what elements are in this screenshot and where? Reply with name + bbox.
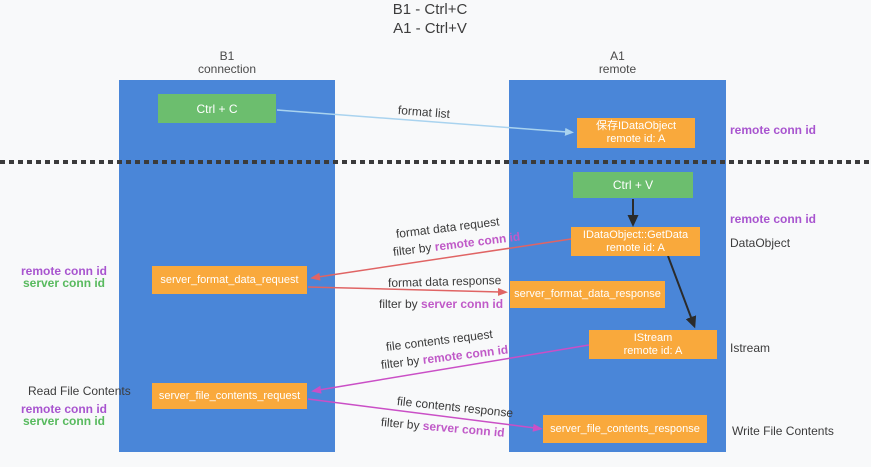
getdata-line1: IDataObject::GetData — [582, 228, 689, 241]
remote-conn-id-annotation-2: remote conn id — [730, 212, 817, 226]
filter-by-text: filter by — [392, 239, 436, 259]
filter-by-text: filter by — [379, 297, 422, 311]
istream-line2: remote id: A — [623, 344, 683, 357]
title-line-2: A1 - Ctrl+V — [393, 20, 467, 37]
ctrl-v-label: Ctrl + V — [612, 178, 654, 192]
server-format-data-response-label: server_format_data_response — [514, 288, 661, 300]
save-idataobject-node: 保存IDataObject remote id: A — [577, 118, 695, 148]
server-file-contents-request-label: server_file_contents_request — [158, 389, 301, 402]
machine-boundary-dashed-line — [0, 160, 871, 164]
file-contents-response-label: file contents response — [396, 394, 514, 421]
server-file-contents-request-node: server_file_contents_request — [152, 383, 307, 409]
getdata-line2: remote id: A — [606, 241, 665, 254]
remote-conn-id-annotation-1: remote conn id — [730, 123, 817, 137]
save-idataobject-line2: remote id: A — [606, 133, 666, 145]
ctrl-v-node: Ctrl + V — [573, 172, 693, 198]
column-b1-name: B1 — [219, 49, 235, 63]
remote-conn-id-text: remote conn id — [20, 402, 107, 416]
filter-by-server-conn-id-label-2: filter by server conn id — [380, 415, 505, 440]
column-header-a1: A1 remote — [509, 50, 726, 76]
remote-conn-id-text: remote conn id — [20, 264, 107, 278]
dataobject-annotation: DataObject — [730, 236, 791, 250]
server-conn-id-text: server conn id — [22, 414, 106, 428]
filter-by-server-conn-id-label-1: filter by server conn id — [379, 297, 503, 311]
diagram-title: B1 - Ctrl+C A1 - Ctrl+V — [0, 0, 860, 38]
server-conn-id-text: server conn id — [421, 297, 504, 311]
column-b1-role: connection — [197, 62, 257, 76]
save-idataobject-line1: 保存IDataObject — [595, 120, 677, 132]
server-file-contents-response-label: server_file_contents_response — [550, 422, 700, 435]
server-format-data-response-node: server_format_data_response — [510, 281, 665, 308]
istream-node: IStream remote id: A — [589, 330, 717, 359]
read-file-contents-annotation: Read File Contents — [28, 384, 131, 398]
ctrl-c-node: Ctrl + C — [158, 94, 276, 123]
column-a1-name: A1 — [610, 49, 625, 63]
format-list-label: format list — [397, 103, 451, 122]
left-conn-id-annotation-2: remote conn id server conn id — [20, 403, 108, 427]
column-a1-role: remote — [598, 62, 637, 76]
left-conn-id-annotation-1: remote conn id server conn id — [20, 265, 108, 289]
filter-by-text: filter by — [380, 415, 424, 433]
ctrl-c-label: Ctrl + C — [196, 101, 238, 116]
getdata-node: IDataObject::GetData remote id: A — [571, 227, 700, 256]
istream-annotation: Istream — [730, 341, 771, 355]
server-conn-id-text: server conn id — [22, 276, 106, 290]
column-header-b1: B1 connection — [119, 50, 335, 76]
server-file-contents-response-node: server_file_contents_response — [543, 415, 707, 443]
server-format-data-request-label: server_format_data_request — [160, 273, 299, 286]
istream-line1: IStream — [633, 331, 673, 344]
server-conn-id-text: server conn id — [422, 418, 506, 440]
format-data-response-label: format data response — [387, 273, 502, 290]
filter-by-text: filter by — [380, 352, 424, 372]
server-format-data-request-node: server_format_data_request — [152, 266, 307, 294]
title-line-1: B1 - Ctrl+C — [392, 1, 468, 18]
write-file-contents-annotation: Write File Contents — [732, 424, 834, 438]
